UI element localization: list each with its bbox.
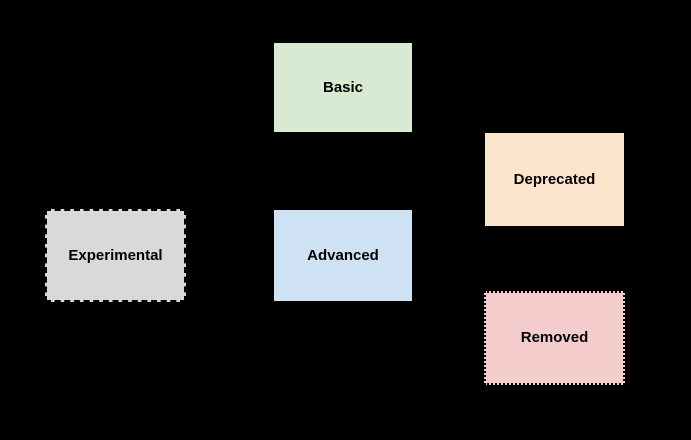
node-advanced: Advanced xyxy=(273,209,413,302)
node-advanced-label: Advanced xyxy=(307,246,379,264)
node-deprecated-label: Deprecated xyxy=(513,170,596,188)
node-experimental: Experimental xyxy=(45,209,186,302)
node-removed: Removed xyxy=(484,291,625,385)
node-deprecated: Deprecated xyxy=(484,132,625,227)
node-experimental-label: Experimental xyxy=(68,246,163,264)
node-basic-label: Basic xyxy=(322,78,364,96)
node-removed-label: Removed xyxy=(520,329,589,346)
node-basic: Basic xyxy=(273,42,413,133)
